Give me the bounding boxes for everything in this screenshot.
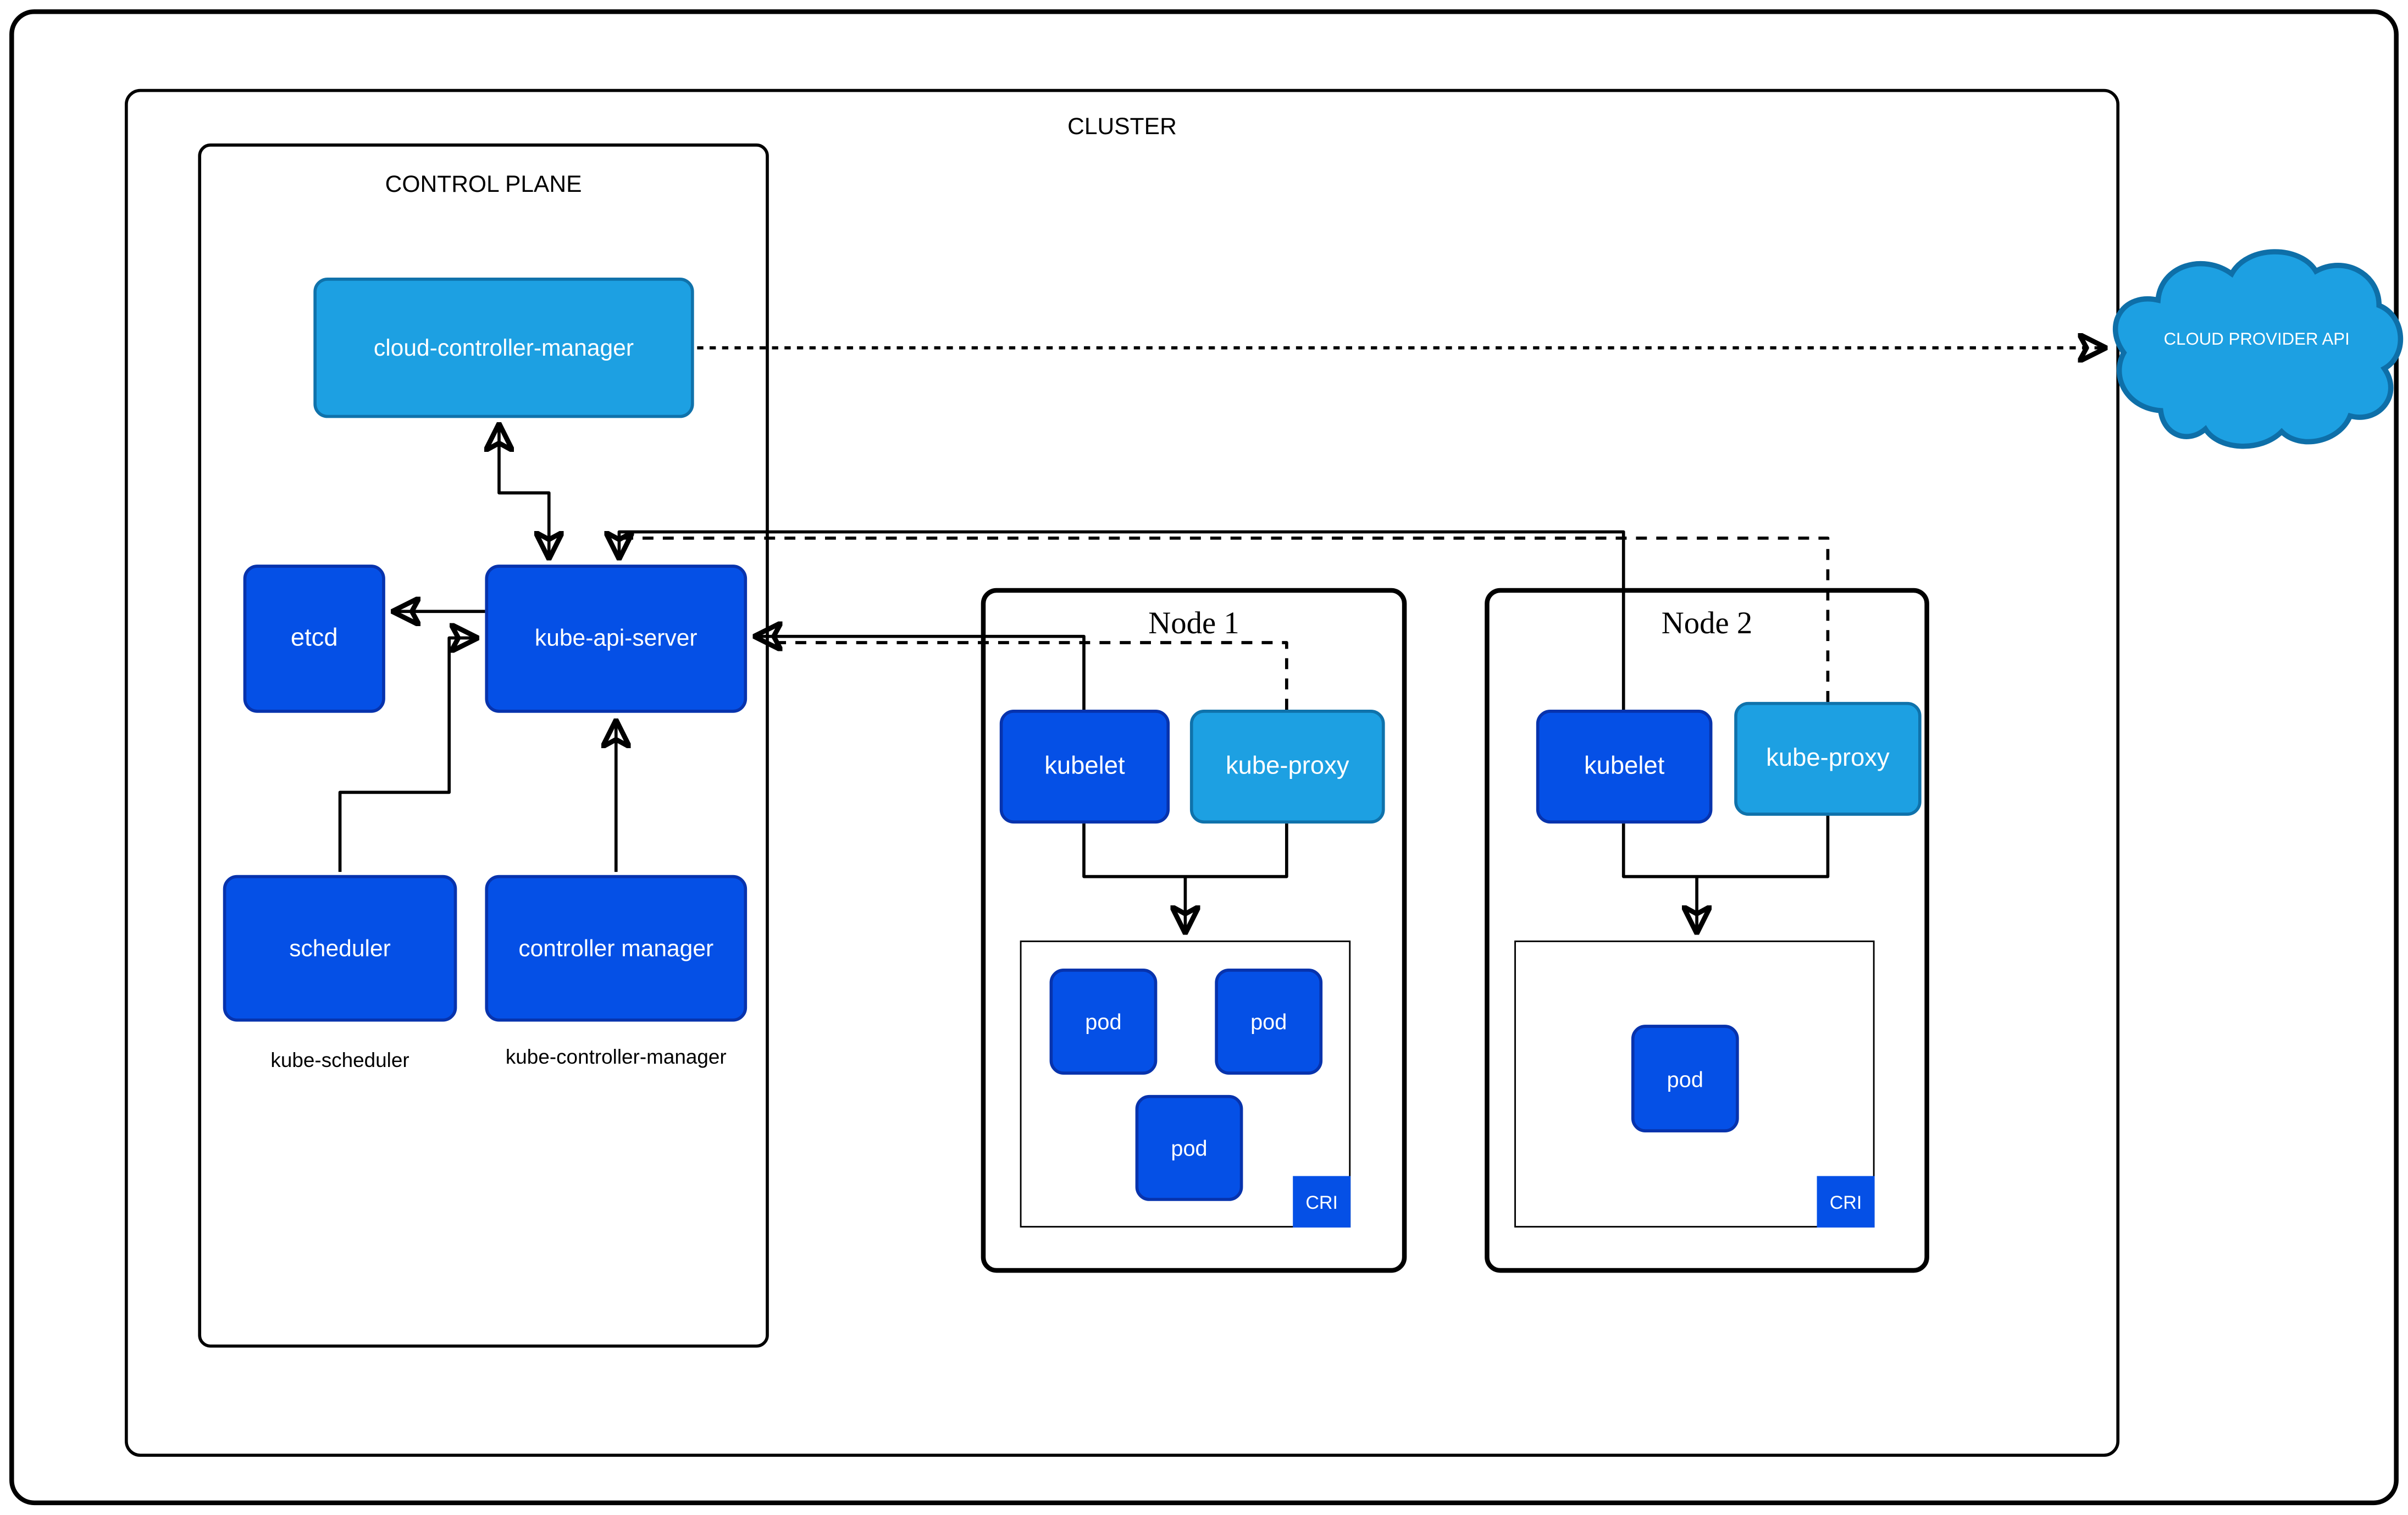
kube-scheduler-caption: kube-scheduler: [270, 1048, 409, 1072]
etcd-box: etcd: [243, 565, 385, 713]
cloud-controller-manager-label: cloud-controller-manager: [373, 334, 634, 361]
kube-api-server-box: kube-api-server: [485, 565, 748, 713]
scheduler-box: scheduler: [223, 875, 457, 1022]
outer-border: [9, 9, 2399, 1506]
node1-pod-3-label: pod: [1171, 1135, 1208, 1161]
cloud-controller-manager-box: cloud-controller-manager: [313, 278, 694, 418]
node1-kubelet-label: kubelet: [1044, 753, 1125, 779]
node1-pod-1-label: pod: [1085, 1009, 1122, 1035]
etcd-label: etcd: [290, 624, 338, 651]
node1-title: Node 1: [1148, 606, 1239, 642]
control-plane-title: CONTROL PLANE: [385, 172, 582, 198]
cloud-provider-api-label: CLOUD PROVIDER API: [2163, 330, 2350, 350]
node1-pods-container: pod pod pod CRI: [1020, 940, 1351, 1228]
node2-cri-label: CRI: [1829, 1191, 1862, 1213]
controller-manager-label: controller manager: [518, 935, 714, 962]
node2-pod-1-label: pod: [1667, 1066, 1703, 1091]
node2-kubelet-box: kubelet: [1536, 710, 1713, 824]
cloud-provider-api-shape: CLOUD PROVIDER API: [2105, 237, 2407, 471]
node2-pod-1: pod: [1631, 1025, 1739, 1132]
node2-kube-proxy-box: kube-proxy: [1734, 701, 1922, 816]
node1-kube-proxy-box: kube-proxy: [1189, 710, 1385, 824]
node2-cri-badge: CRI: [1817, 1176, 1875, 1228]
node2-kubelet-label: kubelet: [1584, 753, 1665, 779]
node1-cri-badge: CRI: [1293, 1176, 1351, 1228]
control-plane-box: CONTROL PLANE: [198, 143, 769, 1348]
cluster-box: CLUSTER: [124, 89, 2120, 1457]
kube-api-server-label: kube-api-server: [534, 625, 698, 653]
scheduler-label: scheduler: [289, 935, 391, 962]
node2-title: Node 2: [1661, 606, 1753, 642]
node2-pods-container: pod CRI: [1514, 940, 1875, 1228]
node1-pod-2: pod: [1215, 969, 1323, 1075]
cluster-title: CLUSTER: [1067, 114, 1177, 141]
node1-pod-1: pod: [1049, 969, 1158, 1075]
node1-pod-3: pod: [1135, 1094, 1243, 1201]
node2-kube-proxy-label: kube-proxy: [1766, 744, 1890, 772]
cloud-icon: [2112, 249, 2404, 449]
kube-controller-manager-caption: kube-controller-manager: [505, 1045, 727, 1069]
node1-cri-label: CRI: [1305, 1191, 1338, 1213]
node1-kube-proxy-label: kube-proxy: [1225, 753, 1349, 779]
controller-manager-box: controller manager: [485, 875, 748, 1022]
node1-pod-2-label: pod: [1250, 1009, 1287, 1035]
node1-kubelet-box: kubelet: [999, 710, 1170, 824]
